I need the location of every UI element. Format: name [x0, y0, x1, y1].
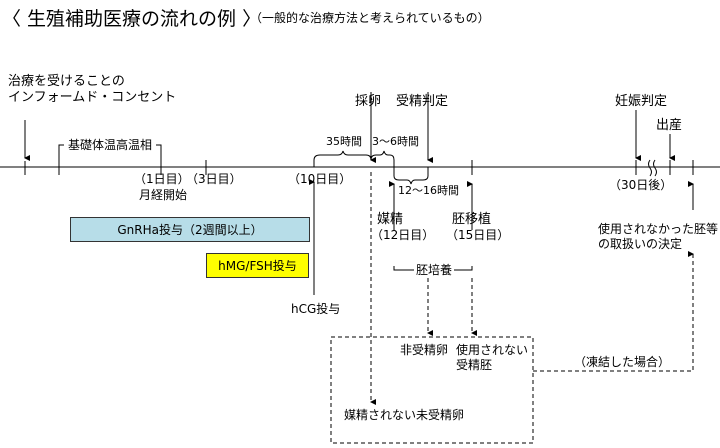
basal-temp-bracket — [58, 144, 64, 153]
hours-35-label: 35時間 — [326, 135, 362, 148]
basal-temp-label: 基礎体温高温相 — [68, 138, 153, 152]
birth-label: 出産 — [656, 118, 683, 133]
brace-3-6h — [370, 150, 395, 167]
unused-embryo-line2: 受精胚 — [456, 358, 493, 372]
leftover-box — [330, 336, 534, 444]
frozen-label: （凍結した場合） — [574, 355, 671, 369]
transfer-label: 胚移植 — [452, 212, 492, 227]
day1-label: （1日目） — [134, 172, 190, 186]
brace-35h — [313, 150, 372, 167]
day10-label: （10日目） — [288, 172, 352, 186]
culture-bracket — [393, 266, 414, 271]
insemination-label: 媒精 — [377, 212, 404, 227]
informed-consent-line2: インフォームド・コンセント — [8, 90, 177, 105]
fert-check-label: 受精判定 — [396, 94, 449, 109]
page-subtitle: （一般的な治療方法と考えられているもの） — [250, 11, 490, 25]
unused-decision-line1: 使用されなかった胚等 — [598, 222, 719, 236]
time-break-icon — [648, 159, 657, 177]
pregnancy-check-label: 妊娠判定 — [615, 94, 668, 109]
informed-consent-line1: 治療を受けることの — [8, 74, 125, 89]
hcg-label: hCG投与 — [291, 302, 341, 316]
unfertilized-label: 非受精卵 — [400, 343, 449, 357]
hours-12-16-label: 12～16時間 — [398, 184, 459, 197]
gnrha-bar: GnRHa投与（2週間以上） — [70, 217, 310, 242]
transfer-day-label: （15日目） — [446, 228, 510, 242]
page-title: 〈 生殖補助医療の流れの例 〉 — [2, 8, 262, 30]
unused-decision-line2: の取扱いの決定 — [598, 237, 683, 251]
unused-embryo-line1: 使用されない — [456, 343, 529, 357]
insemination-day-label: （12日目） — [371, 228, 435, 242]
informed-consent-label: 治療を受けることの インフォームド・コンセント — [8, 74, 176, 106]
day3-label: （3日目） — [186, 172, 242, 186]
basal-temp-bracket — [156, 144, 162, 153]
unused-decision-label: 使用されなかった胚等 の取扱いの決定 — [598, 222, 718, 252]
egg-retrieval-label: 採卵 — [355, 94, 382, 109]
hours-3-6-label: 3～6時間 — [372, 135, 419, 148]
culture-bracket — [452, 266, 473, 271]
frozen-dashed-line — [533, 251, 694, 372]
menstruation-label: 月経開始 — [139, 188, 188, 202]
not-inseminated-label: 媒精されない未受精卵 — [344, 408, 465, 422]
hmg-fsh-bar: hMG/FSH投与 — [206, 253, 309, 278]
culture-label: 胚培養 — [414, 263, 455, 278]
brace-12-16h — [393, 167, 429, 185]
unused-embryo-label: 使用されない 受精胚 — [456, 343, 528, 373]
day30-label: （30日後） — [609, 178, 673, 192]
